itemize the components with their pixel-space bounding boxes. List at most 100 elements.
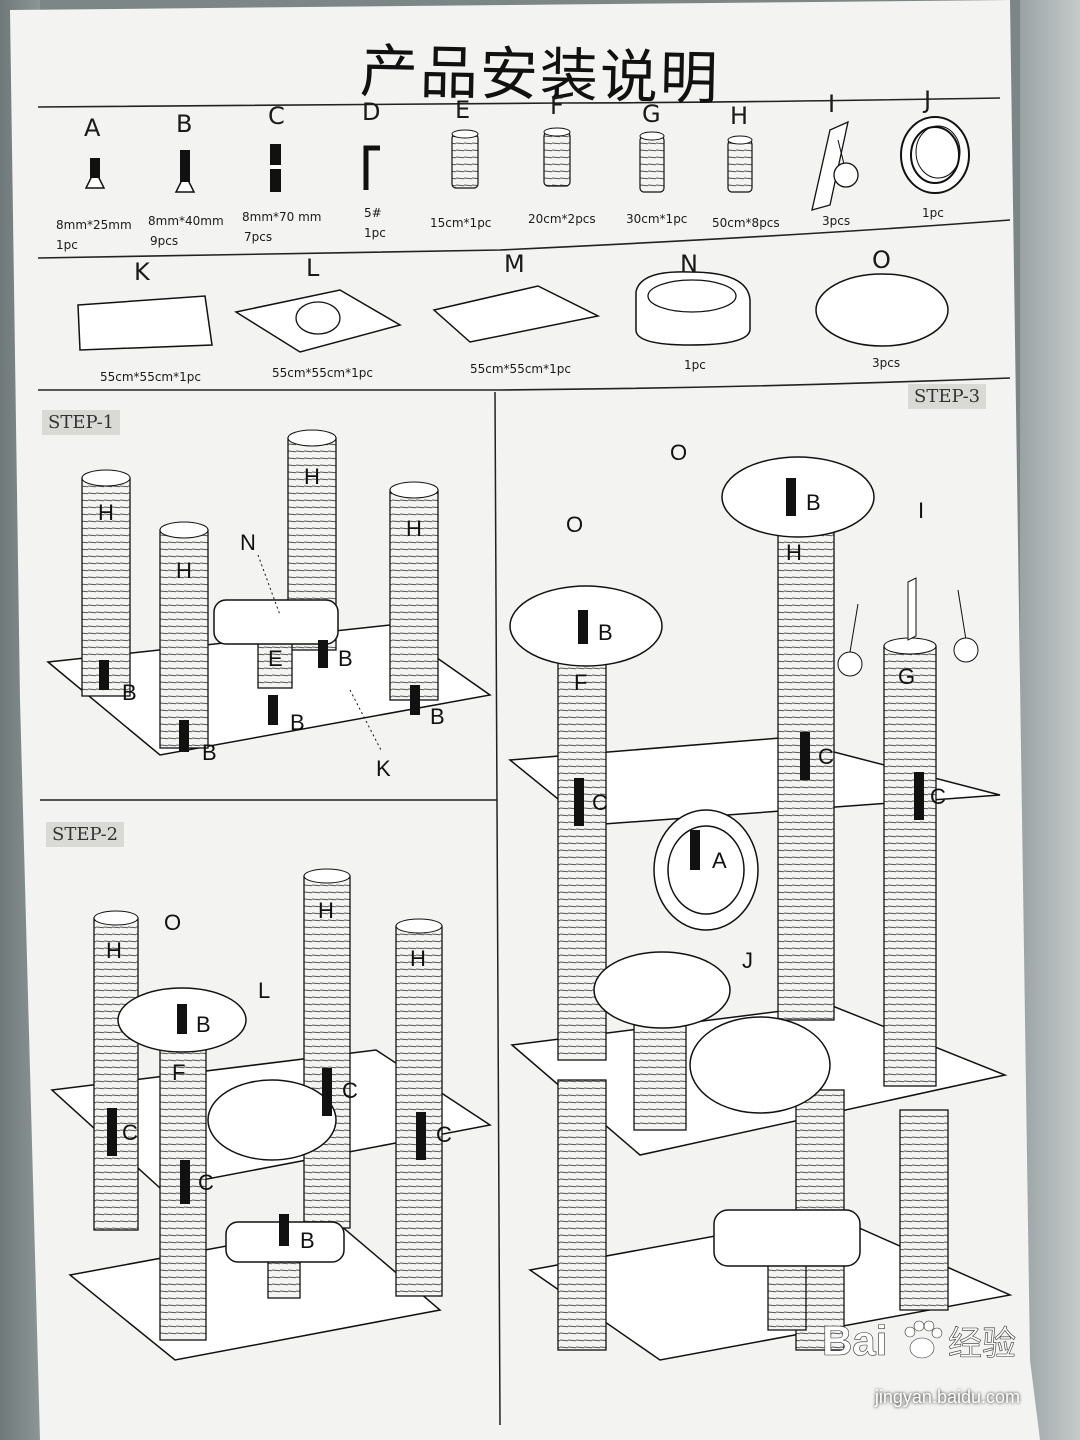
- label: B: [430, 704, 445, 729]
- part-qty: 1pc: [56, 238, 78, 252]
- label: B: [338, 646, 353, 671]
- part-spec: 15cm*1pc: [430, 216, 492, 230]
- part-qty: 1pc: [364, 226, 386, 240]
- label: O: [164, 910, 182, 935]
- part-spec: 55cm*55cm*1pc: [272, 366, 373, 380]
- part-spec: 3pcs: [872, 356, 901, 370]
- part-spec: 50cm*8pcs: [712, 216, 780, 230]
- step-3-header: STEP-3: [908, 384, 987, 409]
- part-letter: I: [828, 90, 836, 118]
- part-spec: 8mm*25mm: [56, 218, 132, 232]
- part-spec: 55cm*55cm*1pc: [470, 362, 571, 376]
- label: N: [240, 530, 256, 555]
- screw-b-icon: [174, 150, 196, 193]
- board-l-icon: [234, 289, 402, 353]
- step1-post-h2: [159, 521, 209, 749]
- label: B: [196, 1012, 211, 1037]
- baidu-jingyan-watermark: Bai 经验: [822, 1310, 1032, 1370]
- screw-c-icon: [270, 144, 281, 192]
- part-letter: D: [362, 98, 381, 126]
- label: O: [670, 440, 688, 465]
- step1-bed-n: [213, 599, 339, 645]
- part-spec: 3pcs: [822, 214, 851, 228]
- post-h-icon: [727, 135, 753, 193]
- part-letter: K: [134, 258, 150, 286]
- part-letter: O: [872, 246, 891, 274]
- part-spec: 8mm*70 mm: [242, 210, 322, 224]
- hex-key-d-icon: [363, 145, 380, 190]
- label: H: [106, 938, 122, 963]
- watermark-brand-2: 经验: [948, 1324, 1016, 1364]
- label: H: [406, 516, 422, 541]
- label: H: [98, 500, 114, 525]
- step1-post-e: [257, 639, 293, 689]
- step1-post-h1: [81, 469, 131, 697]
- label: H: [786, 540, 802, 565]
- label: F: [574, 670, 588, 695]
- step3-post-g: [883, 637, 937, 1087]
- label: B: [122, 680, 137, 705]
- paw-logo-icon: Bai 经验: [822, 1317, 1017, 1365]
- step2-post-h2: [303, 868, 351, 1229]
- label: A: [712, 848, 727, 873]
- platform-o-icon: [815, 273, 949, 347]
- part-letter: J: [924, 86, 932, 114]
- label: L: [258, 978, 271, 1003]
- step1-diagram: [46, 429, 492, 756]
- part-qty: 7pcs: [244, 230, 273, 244]
- board-k-icon: [77, 295, 213, 351]
- label: B: [202, 740, 217, 765]
- label: C: [198, 1170, 214, 1195]
- label: B: [598, 620, 613, 645]
- label: C: [342, 1078, 358, 1103]
- board-m-icon: [432, 285, 601, 343]
- label: H: [176, 558, 192, 583]
- part-spec: 8mm*40mm: [148, 214, 224, 228]
- post-f-icon: [543, 127, 571, 187]
- step-1-header: STEP-1: [42, 410, 121, 435]
- bed-n-icon: [635, 271, 751, 346]
- label: B: [290, 710, 305, 735]
- ring-j-icon: [900, 116, 970, 194]
- part-spec: 5#: [364, 206, 382, 220]
- part-qty: 9pcs: [150, 234, 179, 248]
- part-letter: L: [306, 254, 320, 282]
- part-spec: 20cm*2pcs: [528, 212, 596, 226]
- label: C: [436, 1122, 452, 1147]
- part-letter: A: [84, 114, 101, 142]
- label: C: [122, 1120, 138, 1145]
- label: B: [300, 1228, 315, 1253]
- part-spec: 1pc: [922, 206, 944, 220]
- step1-post-h4: [389, 481, 439, 701]
- label: F: [172, 1060, 186, 1085]
- label: B: [806, 490, 821, 515]
- label: H: [410, 946, 426, 971]
- label: C: [818, 744, 834, 769]
- part-spec: 55cm*55cm*1pc: [100, 370, 201, 384]
- part-letter: B: [176, 110, 193, 138]
- step-2-header: STEP-2: [46, 822, 125, 847]
- part-letter: C: [268, 102, 285, 130]
- screw-a-icon: [84, 158, 106, 189]
- label: K: [376, 756, 391, 781]
- label: J: [742, 948, 753, 973]
- label: O: [566, 512, 584, 537]
- post-e-icon: [451, 129, 479, 189]
- step2-post-h3: [395, 918, 443, 1297]
- label: C: [592, 790, 608, 815]
- label: C: [930, 784, 946, 809]
- label: H: [304, 464, 320, 489]
- part-letter: N: [680, 250, 698, 278]
- part-letter: G: [642, 100, 661, 128]
- label: H: [318, 898, 334, 923]
- part-letter: H: [730, 102, 749, 130]
- watermark-brand: Bai: [822, 1317, 887, 1364]
- post-g-icon: [639, 131, 665, 193]
- part-letter: F: [550, 92, 564, 120]
- background-right: [1020, 0, 1080, 1440]
- label: G: [898, 664, 916, 689]
- toy-i-icon: [811, 120, 859, 211]
- part-spec: 30cm*1pc: [626, 212, 688, 226]
- label: I: [918, 498, 925, 523]
